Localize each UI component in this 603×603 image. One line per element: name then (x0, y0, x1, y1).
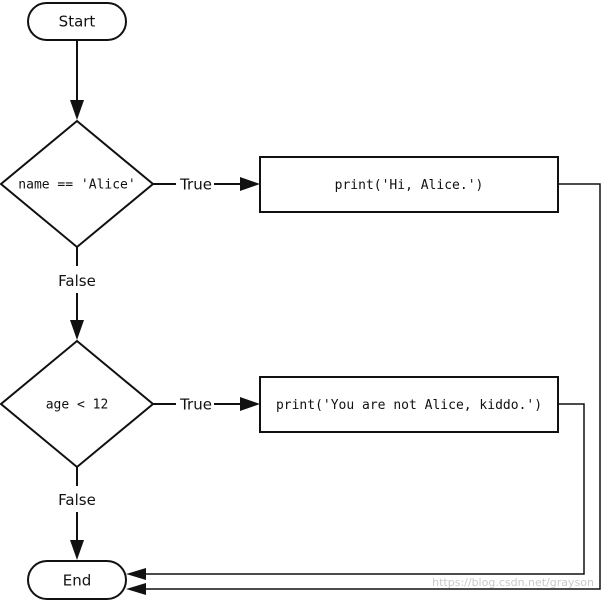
decision-1-true-label: True (179, 176, 212, 194)
end-terminal: End (27, 560, 127, 600)
end-label: End (63, 572, 92, 590)
action-2: print('You are not Alice, kiddo.') (259, 376, 559, 433)
arrow-action-1-to-end (126, 183, 601, 595)
decision-2-true-label: True (179, 396, 212, 414)
arrow-decision-2-true: True (153, 396, 260, 414)
decision-1-condition: name == 'Alice' (18, 178, 135, 193)
start-label: Start (59, 13, 96, 31)
action-1: print('Hi, Alice.') (259, 156, 559, 213)
action-1-box (259, 156, 559, 213)
watermark-text: https://blog.csdn.net/grayson (432, 576, 594, 589)
end-shape (27, 560, 127, 600)
action-1-code: print('Hi, Alice.') (335, 178, 484, 193)
arrow-decision-1-false: False (58, 247, 96, 340)
action-2-code: print('You are not Alice, kiddo.') (276, 398, 542, 413)
arrow-decision-1-true: True (153, 176, 260, 194)
arrow-action-2-to-end (126, 403, 585, 580)
decision-1-false-label: False (58, 272, 96, 290)
arrow-decision-2-false: False (58, 467, 96, 560)
arrow-start-to-decision-1 (70, 40, 84, 120)
decision-2-condition: age < 12 (46, 398, 109, 413)
decision-2-false-label: False (58, 491, 96, 509)
start-terminal: Start (27, 2, 127, 41)
decision-1: name == 'Alice' (0, 119, 155, 249)
decision-2: age < 12 (0, 339, 155, 469)
